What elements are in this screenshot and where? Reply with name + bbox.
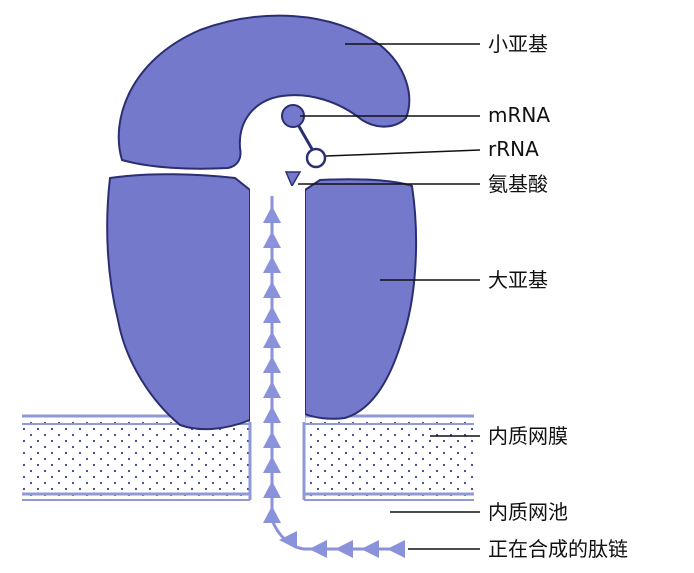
label-rrna: rRNA: [488, 137, 539, 161]
label-large-subunit: 大亚基: [488, 268, 548, 292]
peptide-residue: [279, 531, 297, 549]
peptide-residue: [361, 540, 379, 558]
large-subunit-left: [107, 174, 250, 429]
peptide-residue: [263, 456, 281, 473]
peptide-residue: [263, 481, 281, 498]
label-nascent-peptide: 正在合成的肽链: [488, 537, 628, 561]
label-er-membrane: 内质网膜: [488, 424, 568, 448]
label-er-lumen: 内质网池: [488, 500, 568, 524]
mrna-rrna-complex: [282, 105, 325, 186]
peptide-residue: [309, 540, 327, 558]
label-amino-acid: 氨基酸: [488, 172, 548, 196]
label-mrna: mRNA: [488, 103, 550, 127]
peptide-residue: [387, 540, 405, 558]
label-small-subunit: 小亚基: [488, 32, 548, 56]
peptide-residue: [263, 431, 281, 448]
peptide-residue: [335, 540, 353, 558]
large-subunit-right: [305, 179, 416, 419]
er-membrane-right: [304, 416, 474, 500]
small-subunit: [119, 16, 410, 169]
